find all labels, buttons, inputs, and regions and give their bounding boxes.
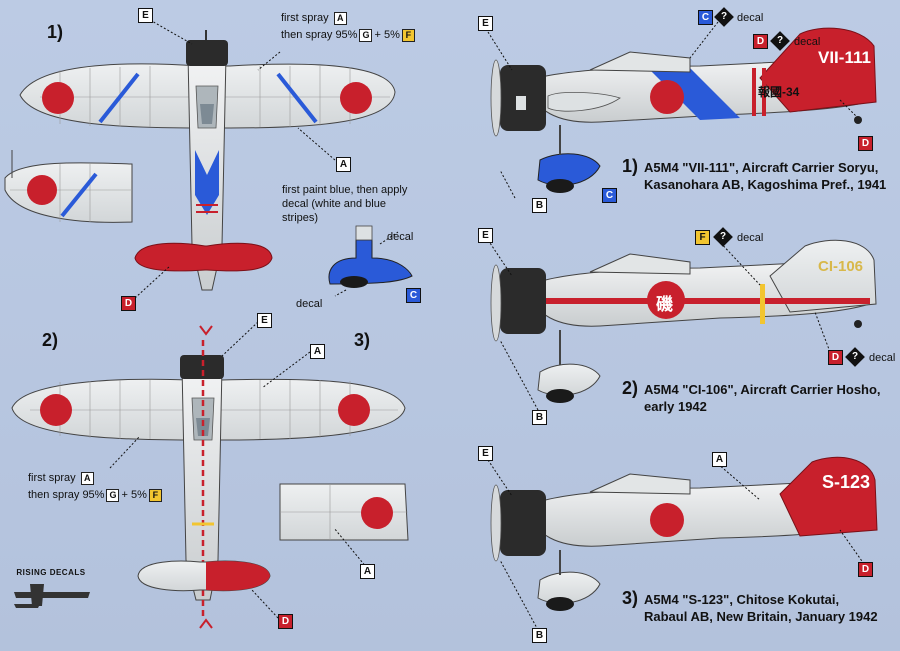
plane-2-side-view: [490, 239, 877, 403]
red-fuselage-band: [540, 298, 870, 304]
plane-2-top-view: [11, 325, 406, 629]
kanji-2: 磯: [656, 295, 673, 314]
fin-code-2: CI-106: [818, 258, 864, 275]
red-tailplane-1: [134, 242, 273, 272]
red-tail-1: [759, 27, 877, 113]
decal-label: decal: [794, 36, 821, 48]
plane-1-top-view: [19, 30, 396, 291]
callout-d: D: [858, 562, 873, 577]
blue-stripe-right: [276, 72, 318, 124]
callout-b: B: [532, 198, 547, 213]
callout-a: A: [360, 564, 375, 579]
red-kanji-disc: [647, 281, 685, 319]
callout-d: D: [121, 296, 136, 311]
note-decal-a: decal: [387, 231, 414, 243]
callout-e: E: [138, 8, 153, 23]
plane-1-cowl-detail: [328, 225, 413, 297]
callout-b: B: [532, 410, 547, 425]
rising-decals-logo: RISING DECALS: [16, 568, 86, 577]
plane-1-side-view: [490, 27, 877, 193]
title-3: 3): [354, 330, 371, 350]
note-first-spray-2: first spray A: [28, 471, 96, 485]
callout-e: E: [478, 16, 493, 31]
note-paint-blue: first paint blue, then apply decal (whit…: [282, 184, 408, 224]
caption-2: 2)A5M4 "CI-106", Aircraft Carrier Hosho,…: [622, 378, 881, 414]
plane-1-wing-detail: [4, 150, 133, 223]
callout-a: A: [336, 157, 351, 172]
fuselage-text-1: 報國-34: [758, 85, 800, 99]
title-2: 2): [42, 330, 59, 350]
callout-c: C: [406, 288, 421, 303]
callout-d: D: [828, 350, 843, 365]
plane-3-wing-detail: [279, 483, 409, 541]
callout-c: C: [602, 188, 617, 203]
plane-3-side-view: [490, 456, 878, 611]
title-1: 1): [47, 22, 64, 42]
red-tail-3: [779, 456, 878, 537]
caption-3: 3)A5M4 "S-123", Chitose Kokutai, Rabaul …: [622, 588, 878, 624]
callout-f: F: [695, 230, 710, 245]
fuselage-blue-chevron: [195, 150, 219, 215]
callout-a: A: [310, 344, 325, 359]
callout-d: D: [858, 136, 873, 151]
callout-a: A: [712, 452, 727, 467]
callout-e: E: [478, 446, 493, 461]
callout-d: D: [278, 614, 293, 629]
logo-plane: [14, 584, 90, 608]
decal-label: decal: [737, 12, 764, 24]
callout-b: B: [532, 628, 547, 643]
note-then-spray-1: then spray 95%G+ 5%F: [281, 28, 417, 42]
callout-c: C: [698, 10, 713, 25]
fin-code-3: S-123: [822, 472, 871, 492]
decal-label: decal: [737, 232, 764, 244]
caption-1: 1)A5M4 "VII-111", Aircraft Carrier Soryu…: [622, 156, 887, 192]
note-decal-b: decal: [296, 298, 323, 310]
callout-d: D: [753, 34, 768, 49]
note-then-spray-2: then spray 95%G+ 5%F: [28, 488, 164, 502]
hinomaru-left-wing: [42, 82, 74, 114]
note-first-spray-1: first spray A: [281, 11, 349, 25]
cowling-top: [186, 40, 228, 66]
blue-stripe-left: [98, 72, 140, 124]
callout-e: E: [478, 228, 493, 243]
leader-lines: [109, 19, 865, 631]
fin-code-1: VII-111: [818, 48, 871, 67]
callout-e: E: [257, 313, 272, 328]
hinomaru-right-wing: [340, 82, 372, 114]
decal-label: decal: [869, 352, 896, 364]
